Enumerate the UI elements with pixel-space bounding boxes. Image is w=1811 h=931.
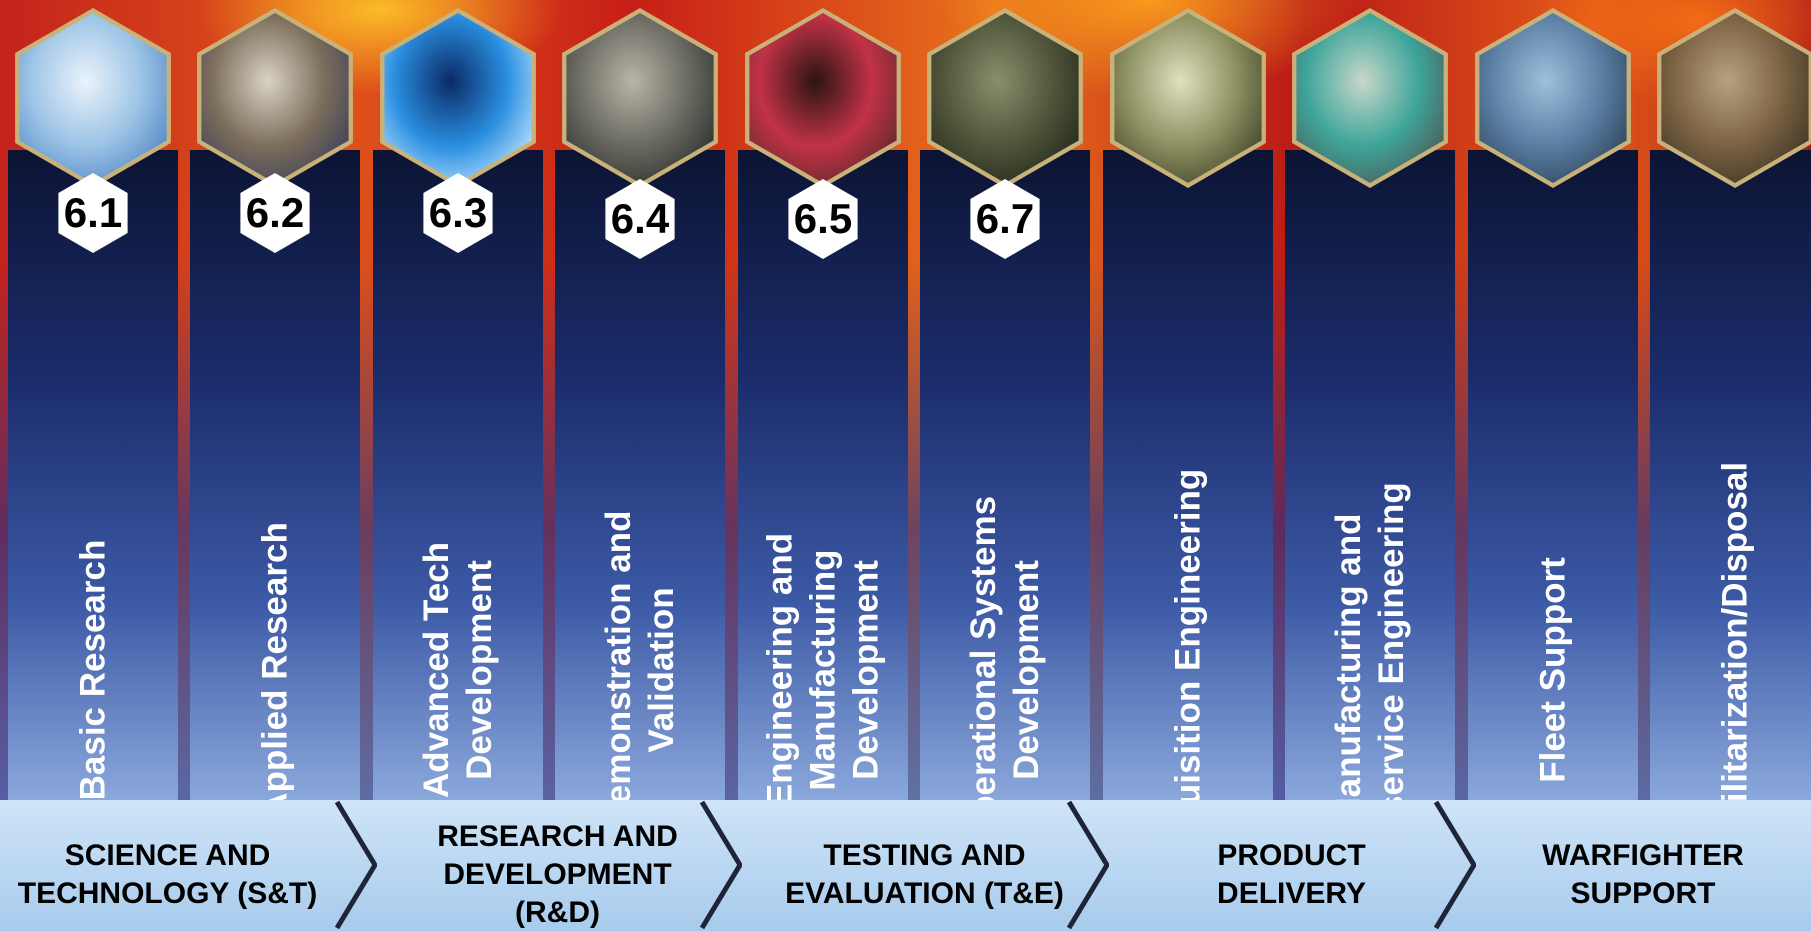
- stage-number-badge: 6.5: [783, 176, 863, 262]
- lab-scientist-photo: [185, 8, 365, 188]
- stage-number: 6.7: [975, 195, 1035, 242]
- stage-number: 6.5: [793, 195, 853, 242]
- stage-number-badge: 6.1: [53, 170, 133, 256]
- phase-chevron: [1433, 800, 1476, 930]
- test-chamber-photo: [550, 8, 730, 188]
- warship-launch-photo: [1463, 8, 1643, 188]
- engineer-laser-photo: [733, 8, 913, 188]
- phase-banner: SCIENCE AND TECHNOLOGY (S&T) RESEARCH AND…: [0, 800, 1811, 931]
- phase-chevron: [334, 800, 377, 930]
- missile-launch-photo: [1098, 8, 1278, 188]
- stage-number: 6.4: [610, 195, 670, 242]
- stage-column: Advanced Tech Development: [373, 150, 543, 800]
- phase-label: WARFIGHTER SUPPORT: [1542, 839, 1744, 910]
- phase-label: RESEARCH AND DEVELOPMENT (R&D): [437, 820, 678, 929]
- stage-number-badge: 6.3: [418, 170, 498, 256]
- stage-column: Manufacturing and In-service Engineering: [1285, 150, 1455, 858]
- phase-chevron: [1066, 800, 1109, 930]
- stage-column: Acquisition Engineering: [1103, 150, 1273, 871]
- stage-number: 6.3: [428, 189, 488, 236]
- phase-label: SCIENCE AND TECHNOLOGY (S&T): [17, 839, 318, 910]
- molecules-photo: [3, 8, 183, 188]
- stage-column: Demilitarization/Disposal: [1650, 150, 1811, 878]
- stage-column: Applied Research: [190, 150, 360, 818]
- stage-number: 6.2: [245, 189, 305, 236]
- stage-number-badge: 6.7: [965, 176, 1045, 262]
- manufacturing-worker-photo: [1280, 8, 1460, 188]
- phase-label: PRODUCT DELIVERY: [1217, 839, 1366, 910]
- demolition-photo: [1645, 8, 1811, 188]
- phase-label: TESTING AND EVALUATION (T&E): [785, 839, 1064, 910]
- stage-column: Fleet Support: [1468, 150, 1638, 800]
- digital-globe-photo: [368, 8, 548, 188]
- stage-number: 6.1: [63, 189, 123, 236]
- phase-chevron: [699, 800, 742, 930]
- bomb-suit-photo: [915, 8, 1095, 188]
- stage-number-badge: 6.4: [600, 176, 680, 262]
- stage-number-badge: 6.2: [235, 170, 315, 256]
- stage-column: Basic Research: [8, 150, 178, 800]
